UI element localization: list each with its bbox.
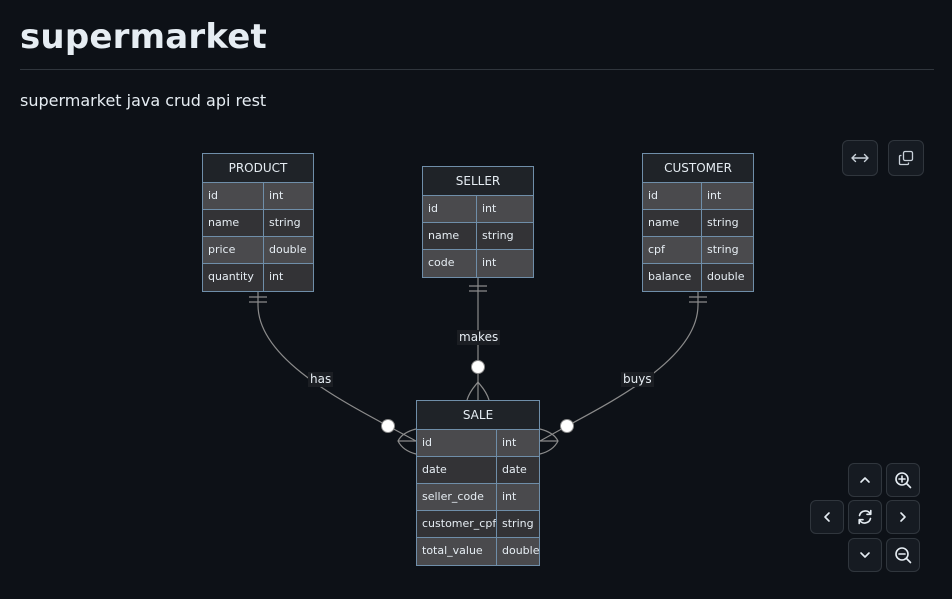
attribute-name: id <box>643 183 702 209</box>
entity-attribute-row: price double <box>203 237 313 264</box>
entity-attribute-row: seller_code int <box>417 484 539 511</box>
copy-button[interactable] <box>888 140 924 176</box>
expand-button[interactable] <box>842 140 878 176</box>
attribute-name: cpf <box>643 237 702 263</box>
entity-attribute-row: name string <box>643 210 753 237</box>
entity-attribute-row: date date <box>417 457 539 484</box>
page-title: supermarket <box>20 17 267 57</box>
attribute-name: name <box>423 223 477 249</box>
entity-attribute-row: total_value double <box>417 538 539 565</box>
entity-attribute-row: cpf string <box>643 237 753 264</box>
chevron-down-icon <box>860 552 870 558</box>
pan-down-button[interactable] <box>848 538 882 572</box>
entity-title: SALE <box>417 401 539 430</box>
entity-sale[interactable]: SALE id int date date seller_code int cu… <box>416 400 540 566</box>
entity-attribute-row: name string <box>203 210 313 237</box>
entity-title: SELLER <box>423 167 533 196</box>
buys-optional-marker <box>560 419 574 433</box>
entity-attribute-row: id int <box>423 196 533 223</box>
pan-up-button[interactable] <box>848 463 882 497</box>
chevron-right-icon <box>900 512 906 522</box>
entity-attribute-row: customer_cpf string <box>417 511 539 538</box>
zoom-in-button[interactable] <box>886 463 920 497</box>
attribute-type: int <box>497 430 539 456</box>
attribute-name: price <box>203 237 264 263</box>
attribute-name: total_value <box>417 538 497 565</box>
attribute-name: id <box>203 183 264 209</box>
zoom-out-button[interactable] <box>886 538 920 572</box>
entity-attribute-row: balance double <box>643 264 753 291</box>
sale-many-marker-top <box>466 380 490 401</box>
entity-attribute-row: id int <box>417 430 539 457</box>
expand-icon <box>851 153 869 163</box>
zoom-out-icon <box>895 547 912 564</box>
entity-attribute-row: id int <box>203 183 313 210</box>
chevron-up-icon <box>860 477 870 483</box>
attribute-type: string <box>264 210 313 236</box>
relationship-label-makes: makes <box>457 330 501 345</box>
reset-icon <box>858 509 872 525</box>
attribute-type: int <box>477 196 533 222</box>
relationship-buys-line <box>539 291 699 442</box>
entity-attribute-row: quantity int <box>203 264 313 291</box>
zoom-in-icon <box>895 472 912 489</box>
attribute-name: id <box>423 196 477 222</box>
relationship-label-has: has <box>308 372 334 387</box>
has-optional-marker <box>381 419 395 433</box>
entity-attribute-row: code int <box>423 250 533 277</box>
entity-product[interactable]: PRODUCT id int name string price double … <box>202 153 314 292</box>
attribute-name: name <box>203 210 264 236</box>
relationship-has-line <box>257 291 417 442</box>
attribute-name: balance <box>643 264 702 291</box>
entity-title: CUSTOMER <box>643 154 753 183</box>
entity-customer[interactable]: CUSTOMER id int name string cpf string b… <box>642 153 754 292</box>
attribute-type: date <box>497 457 539 483</box>
attribute-name: quantity <box>203 264 264 291</box>
reset-view-button[interactable] <box>848 500 882 534</box>
entity-title: PRODUCT <box>203 154 313 183</box>
attribute-type: int <box>477 250 533 277</box>
pan-left-button[interactable] <box>810 500 844 534</box>
attribute-type: string <box>702 210 753 236</box>
attribute-name: id <box>417 430 497 456</box>
attribute-type: string <box>497 511 539 537</box>
chevron-left-icon <box>824 512 830 522</box>
attribute-type: double <box>497 538 539 565</box>
pan-right-button[interactable] <box>886 500 920 534</box>
relationship-label-buys: buys <box>621 372 654 387</box>
copy-icon <box>898 150 914 166</box>
attribute-type: double <box>702 264 753 291</box>
attribute-type: int <box>497 484 539 510</box>
page-description: supermarket java crud api rest <box>20 91 267 110</box>
entity-attribute-row: name string <box>423 223 533 250</box>
attribute-name: seller_code <box>417 484 497 510</box>
attribute-type: string <box>702 237 753 263</box>
entity-seller[interactable]: SELLER id int name string code int <box>422 166 534 278</box>
attribute-name: date <box>417 457 497 483</box>
attribute-type: int <box>702 183 753 209</box>
attribute-type: string <box>477 223 533 249</box>
attribute-type: int <box>264 264 313 291</box>
entity-attribute-row: id int <box>643 183 753 210</box>
attribute-name: customer_cpf <box>417 511 497 537</box>
attribute-name: code <box>423 250 477 277</box>
attribute-name: name <box>643 210 702 236</box>
attribute-type: int <box>264 183 313 209</box>
makes-optional-marker <box>471 360 485 374</box>
attribute-type: double <box>264 237 313 263</box>
title-divider <box>20 69 934 70</box>
